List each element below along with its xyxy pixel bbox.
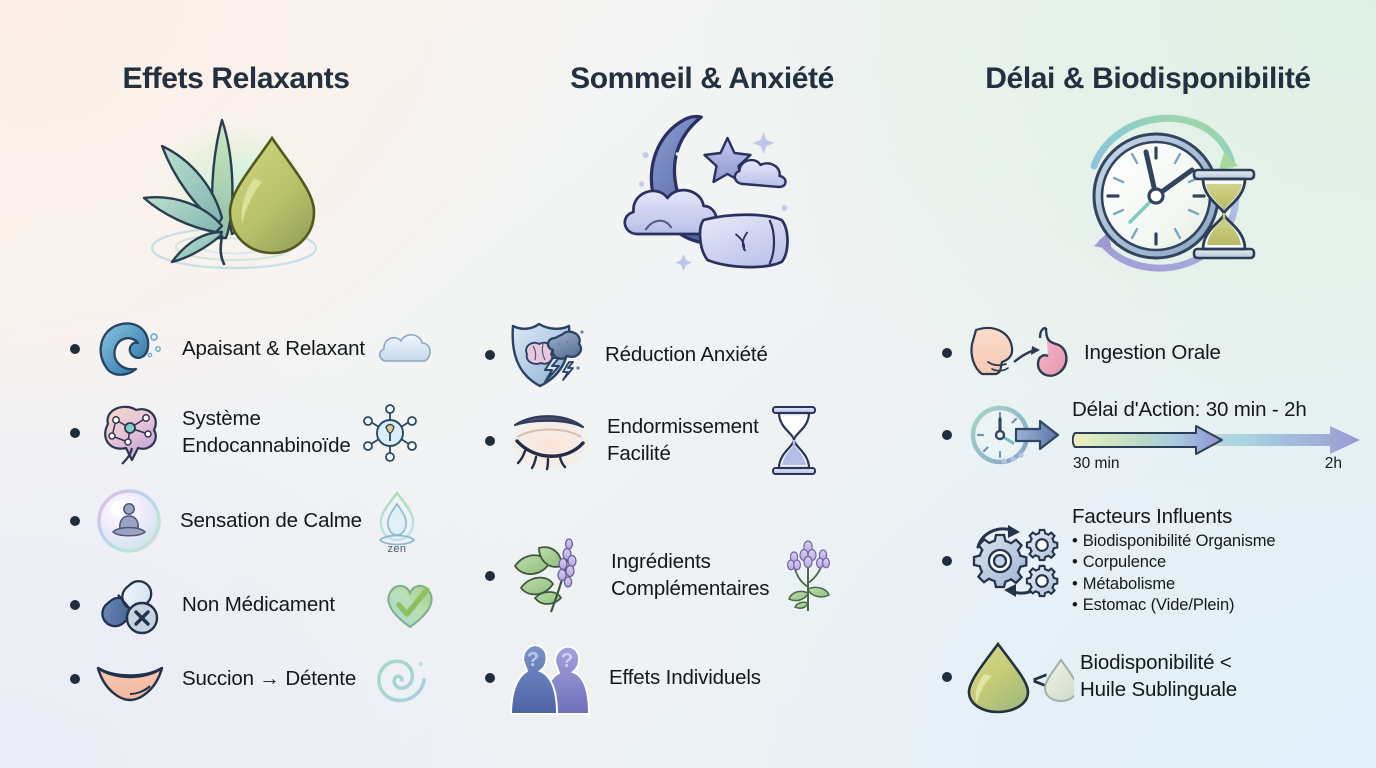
bullet-icon bbox=[70, 516, 80, 526]
list-item[interactable]: Sensation de Calme zen bbox=[70, 485, 470, 557]
bullet-icon bbox=[485, 571, 495, 581]
clock-arrow-icon bbox=[966, 399, 1062, 471]
list-item-label: Facteurs Influents bbox=[1072, 505, 1233, 528]
facteur-item: Biodisponibilité Organisme bbox=[1072, 531, 1276, 552]
meditation-bubble-icon bbox=[92, 485, 166, 557]
hourglass-icon bbox=[767, 404, 821, 478]
bullet-icon bbox=[70, 344, 80, 354]
list-item[interactable]: Endormissement Facilité bbox=[485, 404, 925, 478]
facteur-item: Estomac (Vide/Plein) bbox=[1072, 595, 1275, 616]
list-item[interactable]: Apaisant & Relaxant bbox=[70, 317, 470, 381]
list-item-label: Apaisant & Relaxant bbox=[182, 336, 365, 360]
bullet-icon bbox=[942, 348, 952, 358]
zen-caption: zen bbox=[387, 543, 407, 555]
clock-hourglass-arrows-icon bbox=[1056, 108, 1286, 298]
brain-network-icon bbox=[92, 400, 166, 466]
gears-cycle-icon bbox=[964, 517, 1062, 605]
svg-text:<: < bbox=[1032, 665, 1047, 695]
closed-eye-icon bbox=[509, 411, 591, 471]
two-drops-compare-icon: < bbox=[966, 640, 1074, 714]
spiral-icon bbox=[368, 648, 430, 710]
bullet-icon bbox=[942, 672, 952, 682]
zen-flame-drop-icon: zen bbox=[372, 490, 422, 555]
column-delai-biodisponibilite: Délai & Biodisponibilité bbox=[920, 0, 1376, 768]
two-people-question-icon: ? ? bbox=[509, 640, 593, 716]
list-item-label: Ingrédients Complémentaires bbox=[611, 550, 770, 600]
list-item-label: Non Médicament bbox=[182, 592, 335, 616]
timeline-start-label: 30 min bbox=[1073, 455, 1120, 472]
list-item-label: Réduction Anxiété bbox=[605, 342, 768, 366]
receptor-molecule-icon bbox=[359, 402, 421, 464]
list-item[interactable]: Ingestion Orale bbox=[942, 322, 1372, 384]
svg-text:?: ? bbox=[561, 650, 573, 672]
shield-brain-storm-icon bbox=[509, 318, 589, 392]
bullet-icon bbox=[942, 429, 952, 440]
list-item[interactable]: < Biodisponibilité < Huile Sublinguale bbox=[942, 640, 1376, 714]
heart-check-icon bbox=[381, 578, 439, 632]
list-item-label: Endormissement Facilité bbox=[607, 415, 759, 465]
bullet-icon bbox=[485, 350, 495, 360]
list-item[interactable]: Non Médicament bbox=[70, 572, 470, 638]
bullet-icon bbox=[70, 674, 80, 684]
lavender-sprig-icon bbox=[777, 539, 839, 613]
list-item[interactable]: Réduction Anxiété bbox=[485, 318, 915, 392]
column-effets-relaxants: Effets Relaxants bbox=[0, 0, 480, 768]
list-item-label: Système Endocannabinoïde bbox=[182, 407, 351, 457]
delai-timeline: 30 min 2h bbox=[1072, 425, 1362, 472]
svg-text:?: ? bbox=[527, 649, 539, 671]
bullet-icon bbox=[70, 600, 80, 610]
list-item-label: Délai d'Action: 30 min - 2h bbox=[1072, 398, 1307, 421]
list-item-label: Ingestion Orale bbox=[1084, 340, 1221, 364]
bullet-icon bbox=[70, 428, 80, 438]
timeline-block: Délai d'Action: 30 min - 2h bbox=[1072, 398, 1362, 472]
column-1-title: Effets Relaxants bbox=[122, 62, 350, 95]
bullet-icon bbox=[942, 555, 952, 566]
column-sommeil-anxiete: Sommeil & Anxiété bbox=[470, 0, 920, 768]
bullet-icon bbox=[485, 436, 495, 446]
cloud-icon bbox=[375, 328, 437, 370]
column-3-title: Délai & Biodisponibilité bbox=[985, 62, 1311, 95]
cannabis-leaf-oil-drop-icon bbox=[126, 108, 346, 288]
head-stomach-icon bbox=[966, 322, 1074, 384]
lips-smile-icon bbox=[92, 654, 168, 704]
facteur-item: Corpulence bbox=[1072, 552, 1275, 573]
bullet-icon bbox=[485, 673, 495, 683]
list-item[interactable]: Succion → Détente bbox=[70, 648, 470, 710]
column-2-title: Sommeil & Anxiété bbox=[570, 62, 834, 95]
list-item[interactable]: Système Endocannabinoïde bbox=[70, 400, 480, 466]
list-item-label: Sensation de Calme bbox=[180, 508, 362, 532]
list-item-label: Succion → Détente bbox=[182, 666, 357, 690]
facteur-item: Métabolisme bbox=[1072, 574, 1275, 595]
facteurs-block: Facteurs Influents Biodisponibilité Orga… bbox=[1072, 505, 1276, 616]
moon-cloud-pillow-icon bbox=[604, 108, 819, 293]
list-item[interactable]: Ingrédients Complémentaires bbox=[485, 536, 925, 616]
timeline-end-label: 2h bbox=[1324, 455, 1342, 472]
list-item[interactable]: Délai d'Action: 30 min - 2h bbox=[942, 398, 1376, 472]
list-item[interactable]: ? ? Effets Individuels bbox=[485, 640, 915, 716]
list-item-label: Biodisponibilité < Huile Sublinguale bbox=[1080, 651, 1238, 701]
facteurs-list: Biodisponibilité Organisme Corpulence Mé… bbox=[1072, 531, 1276, 616]
list-item-label: Effets Individuels bbox=[609, 665, 761, 689]
list-item[interactable]: Facteurs Influents Biodisponibilité Orga… bbox=[942, 505, 1376, 616]
ocean-wave-icon bbox=[92, 317, 166, 381]
mint-lavender-icon bbox=[509, 536, 595, 616]
pill-crossed-icon bbox=[92, 572, 166, 638]
